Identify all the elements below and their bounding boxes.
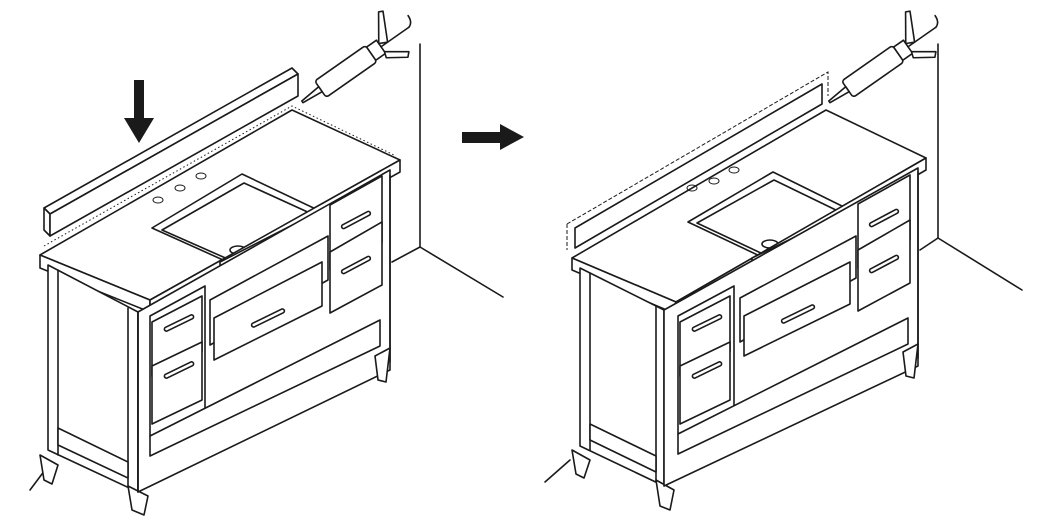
right-arrow-icon (462, 124, 524, 150)
down-arrow-icon (124, 80, 154, 143)
caulk-gun-icon (828, 10, 939, 104)
panel-before (29, 10, 504, 516)
caulk-gun-icon (301, 10, 412, 104)
backsplash-installed (566, 71, 829, 250)
wall-corner (544, 43, 1023, 483)
panel-after (544, 10, 1023, 511)
vanity-cabinet (39, 169, 391, 516)
backsplash-piece (43, 67, 299, 237)
drawer-handle-icon (691, 208, 900, 379)
drawer-handle-icon (163, 210, 372, 379)
